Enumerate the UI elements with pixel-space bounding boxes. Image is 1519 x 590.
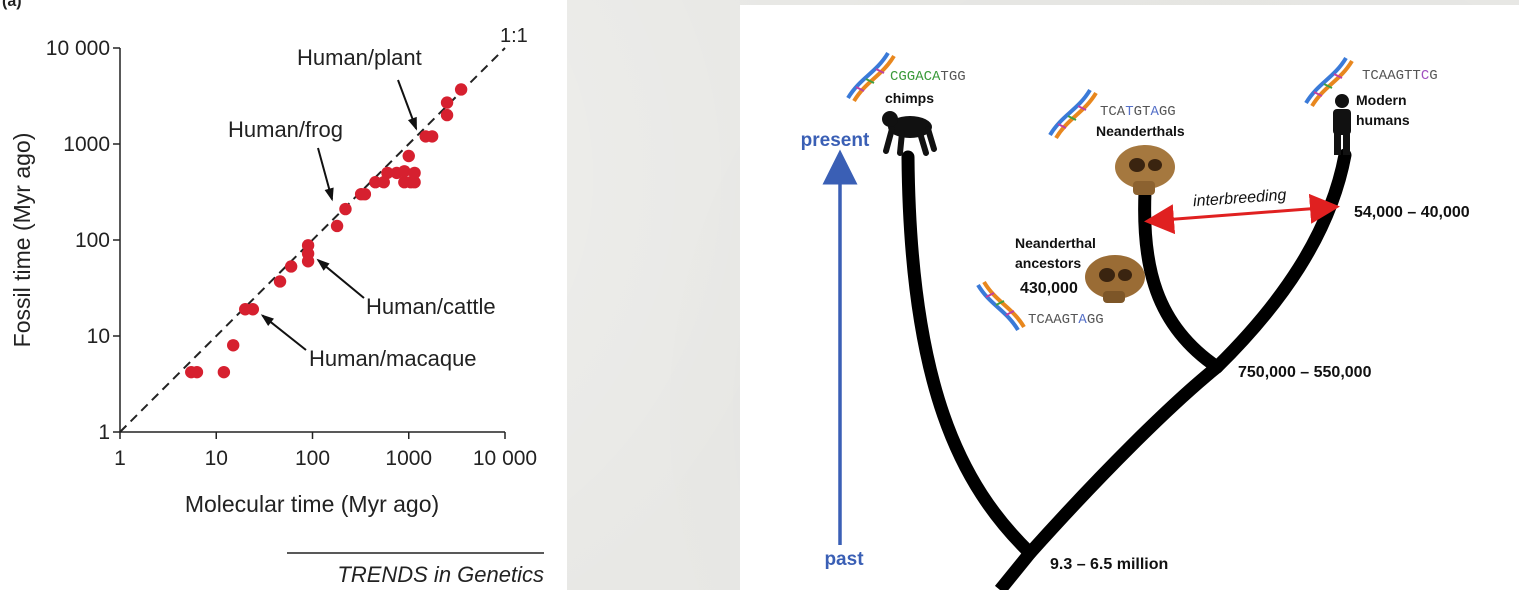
chimp-branch (901, 150, 1037, 560)
data-point (408, 166, 421, 180)
data-point (454, 83, 468, 96)
data-point (273, 275, 287, 288)
ancestors-label-line1: Neanderthal (1015, 235, 1096, 251)
neanderthal-skull-icon (1115, 145, 1175, 195)
sequence-segment: TGG (940, 69, 965, 85)
data-point (217, 365, 231, 379)
source-credit: TRENDS in Genetics (337, 562, 544, 587)
y-tick-label: 10 000 (46, 37, 110, 60)
modern-human-sequence: TCAAGTTCG (1362, 68, 1438, 84)
phylogeny-diagram: present past interbreeding 54,000 – 40,0… (801, 51, 1470, 590)
dna-helix-icon (1304, 56, 1354, 108)
data-point (246, 303, 260, 316)
data-point (339, 202, 352, 216)
sequence-segment: GG (1159, 104, 1176, 120)
annotations: Human/plantHuman/frogHuman/cattleHuman/m… (228, 45, 496, 371)
dna-helix-icon (846, 51, 896, 103)
x-tick-label: 10 000 (473, 447, 537, 470)
date-neanderthal-split: 750,000 – 550,000 (1238, 364, 1372, 381)
data-point (425, 130, 439, 143)
annotation-label: Human/cattle (366, 294, 496, 319)
x-axis-label: Molecular time (Myr ago) (185, 491, 439, 517)
annotation-label: Human/macaque (309, 346, 477, 371)
annotation-arrowhead (316, 258, 330, 271)
sequence-segment: CGGACA (890, 69, 941, 85)
data-point (358, 187, 372, 201)
y-tick-label: 100 (75, 229, 110, 252)
data-points (185, 83, 468, 379)
panel-mark: (a) (2, 0, 22, 10)
sequence-segment: TCA (1100, 104, 1126, 120)
data-point (226, 339, 240, 352)
data-point (408, 176, 421, 189)
sequence-segment: A (1150, 104, 1159, 120)
phylogeny-panel: present past interbreeding 54,000 – 40,0… (740, 5, 1519, 590)
reference-line (119, 47, 506, 433)
sequence-segment: GG (1087, 312, 1104, 328)
dna-helix-icon (1048, 88, 1098, 140)
y-tick-label: 1 (98, 421, 110, 444)
chimps-label: chimps (885, 90, 934, 106)
annotation-label: Human/frog (228, 117, 343, 142)
chimpanzee-icon (882, 111, 937, 156)
date-chimp-split: 9.3 – 6.5 million (1050, 556, 1168, 573)
data-point (284, 260, 298, 273)
chimp-sequence: CGGACATGG (890, 69, 966, 85)
ancestor-sequence: TCAAGTAGG (1028, 312, 1104, 328)
x-tick-label: 1 (114, 447, 126, 470)
interbreeding-label: interbreeding (1193, 187, 1287, 210)
y-tick-label: 1000 (63, 133, 110, 156)
sequence-segment: GT (1134, 104, 1151, 120)
date-interbreeding: 54,000 – 40,000 (1354, 204, 1470, 221)
annotation-arrowhead (407, 116, 417, 131)
modern-label-line1: Modern (1356, 92, 1407, 108)
sequence-segment: TCAAGTT (1362, 68, 1421, 84)
data-point (330, 219, 344, 233)
sequence-segment: T (1125, 104, 1133, 120)
reference-line-group (119, 47, 506, 433)
sequence-segment: A (1078, 312, 1087, 328)
present-label: present (801, 130, 870, 151)
scatter-chart-panel: (a) 1:1 1 10 100 1000 10 000 1 10 100 1000 10 00… (0, 0, 567, 590)
data-point (440, 96, 454, 109)
neanderthals-label: Neanderthals (1096, 123, 1185, 139)
modern-human-branch (1210, 148, 1352, 374)
sequence-segment: C (1421, 68, 1429, 84)
x-tick-label: 1000 (385, 447, 432, 470)
past-label: past (824, 549, 864, 570)
x-axis-ticks: 1 10 100 1000 10 000 (114, 432, 537, 470)
sequence-segment: G (1429, 68, 1437, 84)
scatter-chart: (a) 1:1 1 10 100 1000 10 000 1 10 100 1000 10 00… (2, 0, 544, 587)
x-tick-label: 10 (205, 447, 228, 470)
y-axis-ticks: 1 10 100 1000 10 000 (46, 37, 120, 444)
human-stem-branch (994, 361, 1222, 590)
interbreeding-arrow (1144, 193, 1340, 235)
annotation-arrowhead (260, 314, 274, 326)
y-axis-label: Fossil time (Myr ago) (9, 133, 35, 348)
ancestor-skull-icon (1085, 255, 1145, 303)
data-point (377, 176, 390, 189)
data-point (398, 165, 411, 178)
x-tick-label: 100 (295, 447, 330, 470)
modern-label-line2: humans (1356, 112, 1410, 128)
reference-line-label: 1:1 (500, 25, 528, 47)
ancestors-date: 430,000 (1020, 280, 1078, 297)
data-point (190, 365, 204, 379)
dna-helix-icon (976, 280, 1026, 332)
annotation-label: Human/plant (297, 45, 422, 70)
ancestors-label-line2: ancestors (1015, 255, 1081, 271)
y-tick-label: 10 (87, 325, 110, 348)
sequence-segment: TCAAGT (1028, 312, 1078, 328)
neanderthal-sequence: TCATGTAGG (1100, 104, 1176, 120)
data-point (402, 149, 415, 163)
human-silhouette-icon (1333, 94, 1351, 155)
data-point (440, 108, 454, 122)
data-point (381, 166, 394, 180)
data-point (301, 239, 315, 252)
annotation-arrowhead (324, 187, 334, 202)
